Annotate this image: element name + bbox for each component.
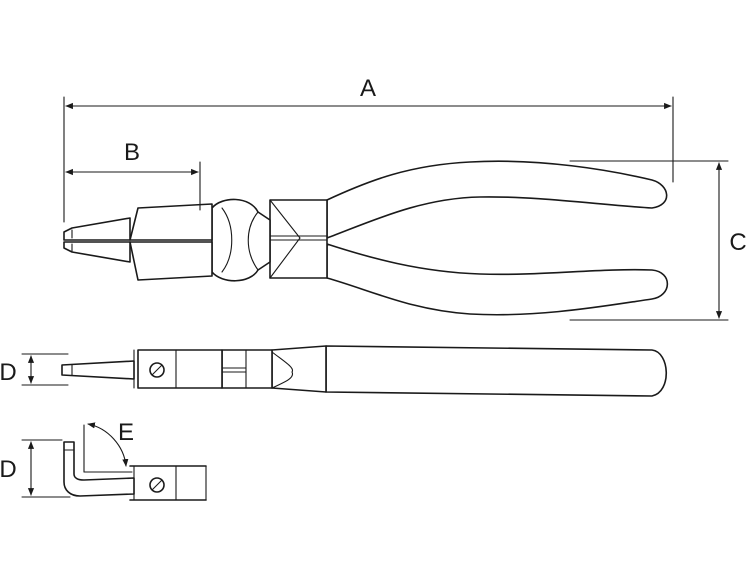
dimension-d-bottom: D — [0, 439, 71, 498]
label-d-bottom: D — [0, 456, 17, 483]
side-tip — [61, 360, 135, 380]
pliers-side-view — [61, 345, 667, 397]
dimension-c: C — [569, 160, 747, 321]
pliers-top-view — [63, 160, 669, 316]
lower-tip — [63, 241, 131, 263]
dimension-b: B — [65, 139, 201, 211]
side-joint — [221, 349, 273, 389]
bent-tip-detail — [63, 441, 207, 501]
side-neck — [271, 345, 327, 393]
lower-handle — [326, 243, 669, 316]
label-d-top: D — [0, 359, 17, 386]
upper-jaw — [129, 203, 213, 241]
pivot-joint — [211, 198, 271, 282]
upper-handle — [326, 160, 668, 239]
label-b: B — [124, 139, 140, 166]
label-e: E — [118, 419, 134, 446]
lower-jaw — [129, 241, 213, 281]
side-handle — [325, 345, 667, 397]
angle-e: E — [83, 419, 134, 473]
bent-tip — [63, 441, 135, 497]
upper-tip — [63, 217, 131, 241]
dimension-d-top: D — [0, 353, 69, 386]
label-c: C — [729, 229, 746, 256]
label-a: A — [360, 75, 376, 102]
dimension-a: A — [63, 75, 674, 223]
